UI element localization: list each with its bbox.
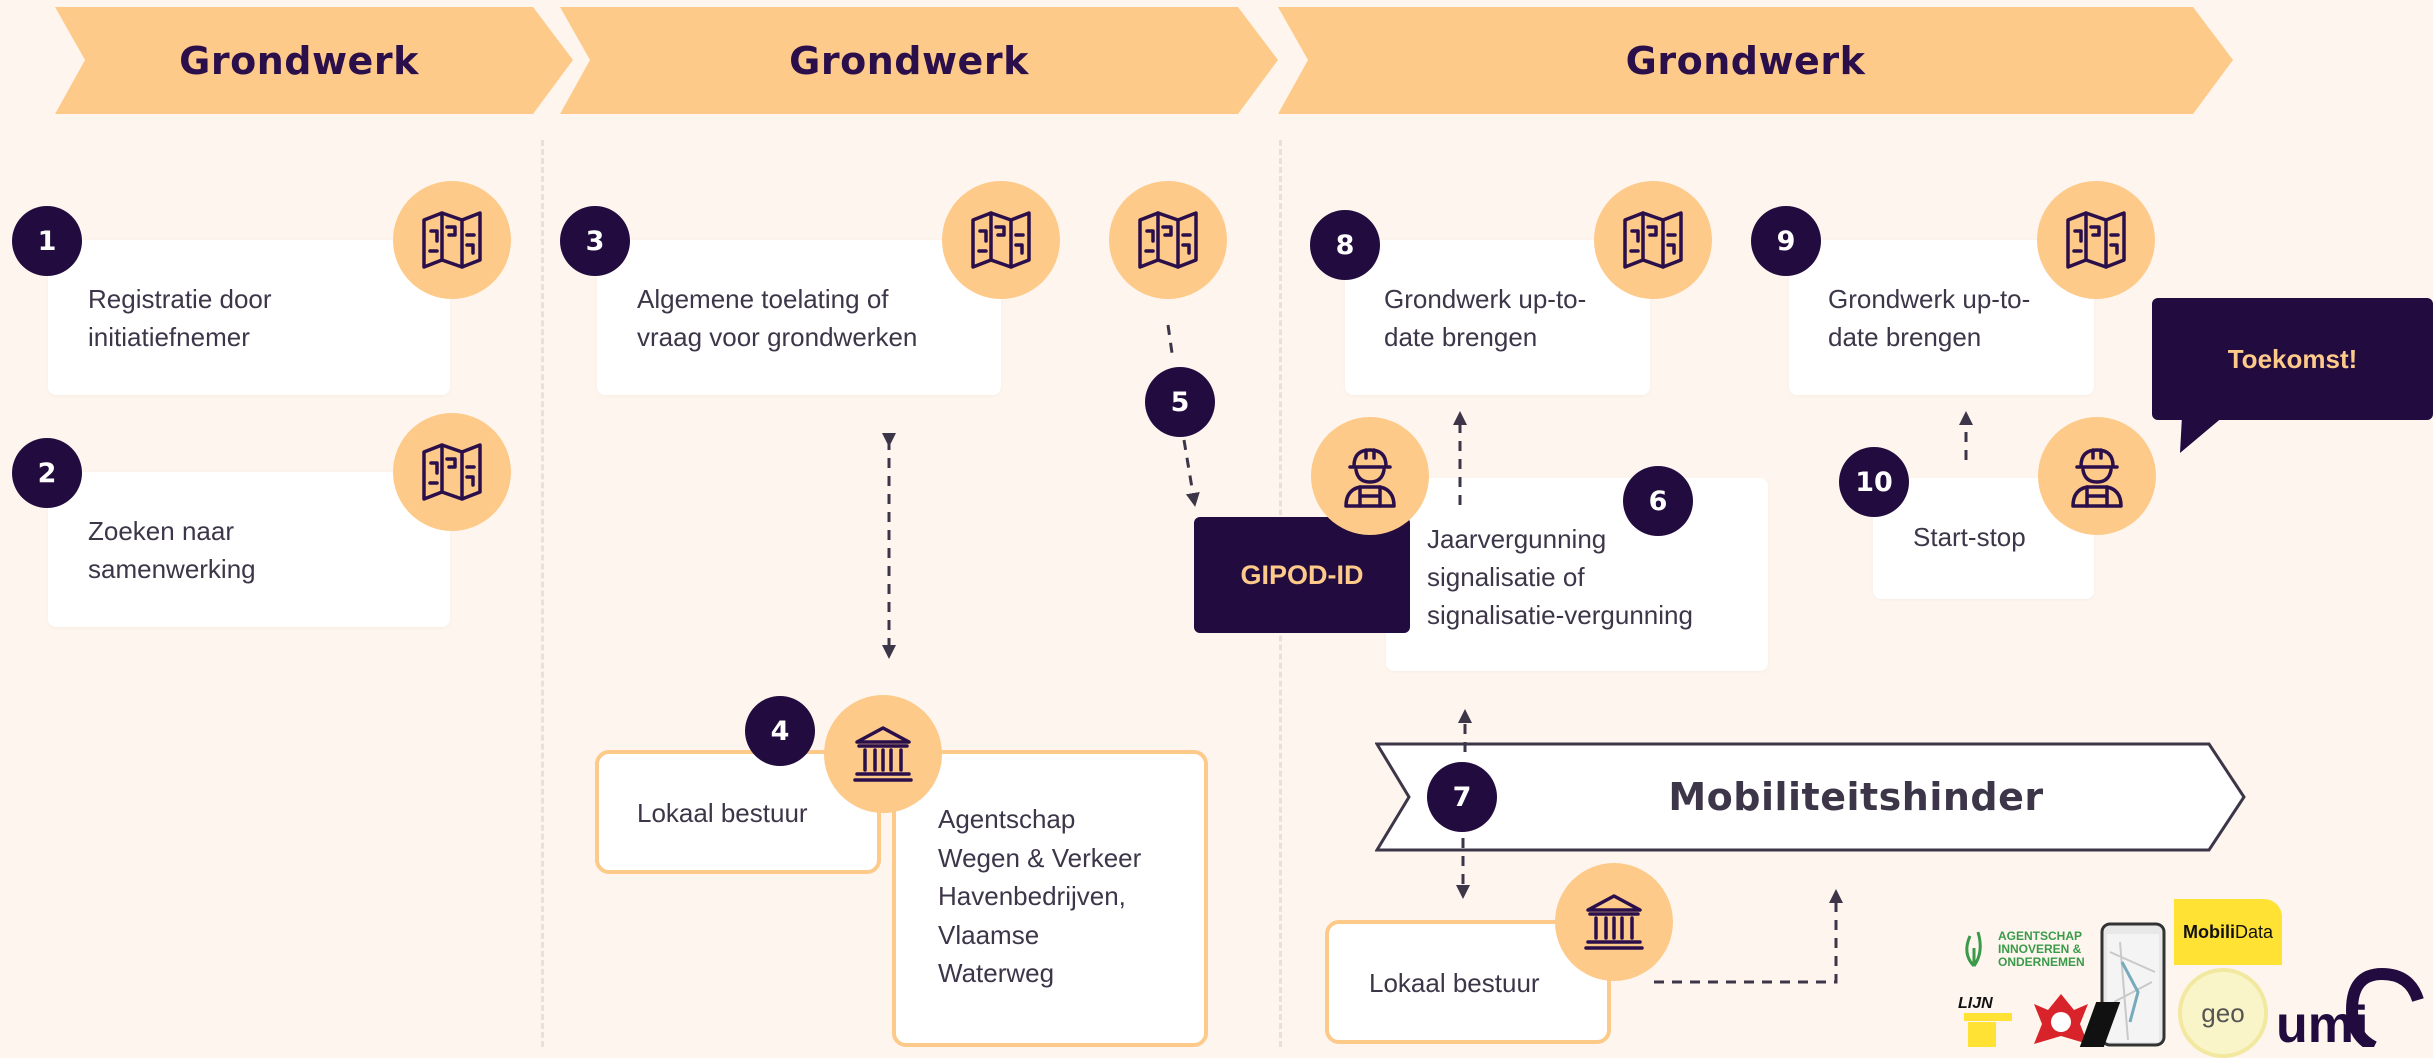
step-number-10: 10 [1839, 447, 1909, 517]
step-number-2: 2 [12, 438, 82, 508]
banner-grondwerk-3: Grondwerk [1278, 7, 2233, 114]
logo-line: INNOVEREN & [1998, 942, 2082, 956]
mobility-banner-title: Mobiliteitshinder [1668, 775, 2044, 819]
step-text: Algemene toelating of vraag voor grondwe… [637, 284, 918, 352]
agentschap-logo-mark [1965, 931, 1982, 968]
worker-icon [1311, 417, 1429, 535]
phone-map-image [2100, 922, 2166, 1047]
worker-icon [2038, 417, 2156, 535]
map-icon [393, 181, 511, 299]
agentschap-logo: AGENTSCHAP INNOVEREN & ONDERNEMEN [1998, 930, 2085, 969]
step-card-agentschap: Agentschap Wegen & Verkeer Havenbedrijve… [892, 750, 1208, 1047]
logo-part: Mobili [2182, 921, 2235, 942]
banner-grondwerk-1: Grondwerk [55, 7, 573, 114]
mobility-banner: Mobiliteitshinder [1375, 742, 2247, 852]
step-text: Registratie door initiatiefnemer [88, 284, 272, 352]
step-card-lokaal-bestuur-7: Lokaal bestuur [1325, 920, 1611, 1044]
banner-title: Grondwerk [1625, 38, 1866, 83]
step-number-5: 5 [1145, 367, 1215, 437]
map-icon [942, 181, 1060, 299]
step-card-registratie: Registratie door initiatiefnemer [48, 240, 450, 395]
step-text: Agentschap Wegen & Verkeer Havenbedrijve… [938, 804, 1142, 988]
step-text: Start-stop [1913, 522, 2026, 552]
step-number-4: 4 [745, 696, 815, 766]
map-icon [1594, 181, 1712, 299]
step-number-7: 7 [1427, 762, 1497, 832]
step-number-6: 6 [1623, 466, 1693, 536]
logo-text: LIJN [1958, 995, 1993, 1012]
step-number-3: 3 [560, 206, 630, 276]
step-text: Zoeken naar samenwerking [88, 516, 256, 584]
step-text: Lokaal bestuur [637, 798, 808, 828]
future-speech-bubble [2152, 298, 2433, 453]
map-icon [1109, 181, 1227, 299]
map-icon [393, 413, 511, 531]
step-card-zoeken: Zoeken naar samenwerking [48, 472, 450, 627]
step-text: Grondwerk up-to- date brengen [1384, 284, 1587, 352]
logo-line: ONDERNEMEN [1998, 955, 2085, 969]
umi-logo-arc [2345, 967, 2424, 1047]
fire-department-logo [2034, 994, 2088, 1044]
logo-part: Data [2234, 921, 2274, 942]
future-label: Toekomst! [2227, 343, 2358, 374]
step-text: Grondwerk up-to- date brengen [1828, 284, 2031, 352]
government-building-icon [1555, 863, 1673, 981]
step-card-up-to-date-9: Grondwerk up-to- date brengen [1789, 240, 2094, 395]
step-number-1: 1 [12, 206, 82, 276]
government-building-icon [824, 695, 942, 813]
step-number-8: 8 [1310, 210, 1380, 280]
banner-title: Grondwerk [179, 38, 419, 83]
de-lijn-logo: LIJN [1958, 995, 2022, 1021]
logo-line: AGENTSCHAP [1998, 929, 2083, 943]
logo-stripe [1964, 1013, 2012, 1021]
banner-title: Grondwerk [789, 38, 1029, 83]
gipod-id-box: GIPOD-ID [1194, 517, 1410, 633]
logo-text: geo [2201, 997, 2245, 1028]
step-number-9: 9 [1751, 206, 1821, 276]
step-text: Jaarvergunning signalisatie of signalisa… [1427, 524, 1693, 630]
umi-logo: umi [2276, 996, 2369, 1054]
map-icon [2037, 181, 2155, 299]
step-card-toelating: Algemene toelating of vraag voor grondwe… [597, 240, 1001, 395]
step-text: Lokaal bestuur [1369, 968, 1540, 998]
lijn-logo-yellow-block [1968, 1022, 1996, 1047]
step-card-jaarvergunning: Jaarvergunning signalisatie of signalisa… [1386, 478, 1768, 671]
step-card-start-stop: Start-stop [1873, 478, 2094, 599]
column-divider [541, 140, 544, 1047]
banner-grondwerk-2: Grondwerk [560, 7, 1278, 114]
